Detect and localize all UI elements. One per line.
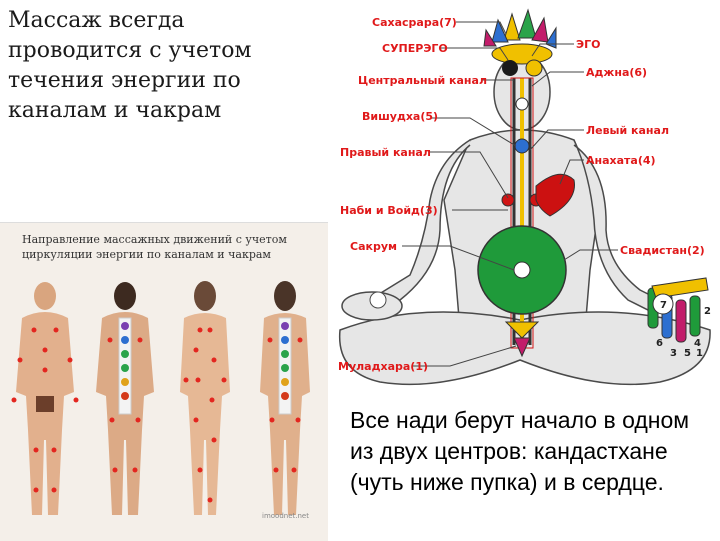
figure-front-male [16, 282, 74, 515]
finger-number: 7 [660, 300, 667, 311]
label-left-channel: Левый канал [586, 124, 669, 137]
finger-number: 4 [694, 338, 701, 349]
label-sahasrara: Сахасрара(7) [372, 16, 457, 29]
label-ego: ЭГО [576, 38, 600, 51]
back-chakra-icons [121, 322, 289, 400]
finger-number: 5 [684, 348, 691, 359]
label-ajna: Аджна(6) [586, 66, 647, 79]
massage-points [11, 327, 303, 503]
nadi-description: Все нади берут начало в одном из двух це… [350, 407, 690, 495]
label-superego: СУПЕРЭГО [382, 42, 448, 55]
label-right-channel: Правый канал [340, 146, 431, 159]
label-central-channel: Центральный канал [358, 74, 487, 87]
chakra-centers [477, 97, 575, 358]
label-pointers [402, 21, 618, 367]
label-svadhisthana: Свадистан(2) [620, 244, 705, 257]
figure-front-female [180, 281, 230, 515]
finger-number: 6 [656, 338, 663, 349]
label-anahata: Анахата(4) [586, 154, 656, 167]
finger-number: 2 [704, 306, 711, 317]
slide-title: Массаж всегда проводится с учетом течени… [8, 8, 252, 123]
label-nabhi: Наби и Войд(3) [340, 204, 438, 217]
finger-number: 3 [670, 348, 677, 359]
finger-numbers: 7 2 4 6 5 3 1 [656, 300, 711, 359]
label-muladhara: Муладхара(1) [338, 360, 428, 373]
label-sacrum: Сакрум [350, 240, 397, 253]
label-vishuddha: Вишудха(5) [362, 110, 438, 123]
photo-caption: Направление массажных движений с учетом … [22, 233, 287, 261]
finger-number: 1 [696, 348, 703, 359]
photo-watermark: imoodnet.net [262, 512, 309, 520]
